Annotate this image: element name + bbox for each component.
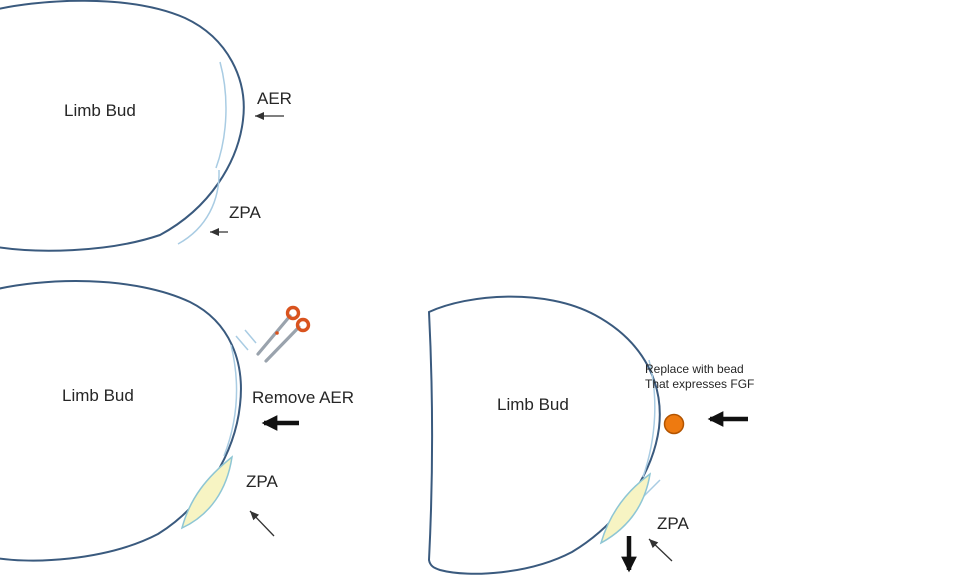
- aer-ridge-line-remove: [223, 344, 238, 457]
- scissors-icon: [256, 305, 311, 363]
- bead-caption: Replace with bead That expresses FGF: [645, 362, 754, 392]
- orange-bead-icon: [663, 413, 685, 435]
- limb-bud-label-fgf-bead: Limb Bud: [497, 395, 569, 414]
- limb-bud-label-remove-aer: Limb Bud: [62, 386, 134, 405]
- cut-mark-2: [244, 329, 257, 344]
- zpa-pointer-arrow-remove: [249, 510, 275, 537]
- aer-ridge-line-bead: [642, 359, 656, 478]
- zpa-arc-intact: [177, 169, 220, 245]
- limb-bud-label-intact: Limb Bud: [64, 101, 136, 120]
- zpa-label-remove-aer: ZPA: [246, 472, 278, 491]
- limb-bud-outline-remove-aer: [0, 280, 242, 562]
- remove-aer-label: Remove AER: [252, 388, 355, 407]
- zpa-region-bead: [599, 472, 652, 545]
- aer-ridge-line-intact: [215, 61, 227, 169]
- zpa-label-fgf-bead: ZPA: [657, 514, 689, 533]
- zpa-pointer-arrow-bead: [648, 538, 673, 562]
- zpa-region-remove: [180, 455, 234, 530]
- limb-bud-outline-fgf-bead: [427, 295, 661, 575]
- cut-mark-1: [235, 335, 249, 351]
- zpa-label-intact: ZPA: [229, 203, 261, 222]
- bead-caption-line-1: Replace with bead: [645, 362, 744, 376]
- bead-caption-line-2: That expresses FGF: [645, 377, 755, 391]
- limb-bud-outline-intact: [0, 0, 245, 252]
- aer-label: AER: [257, 89, 292, 108]
